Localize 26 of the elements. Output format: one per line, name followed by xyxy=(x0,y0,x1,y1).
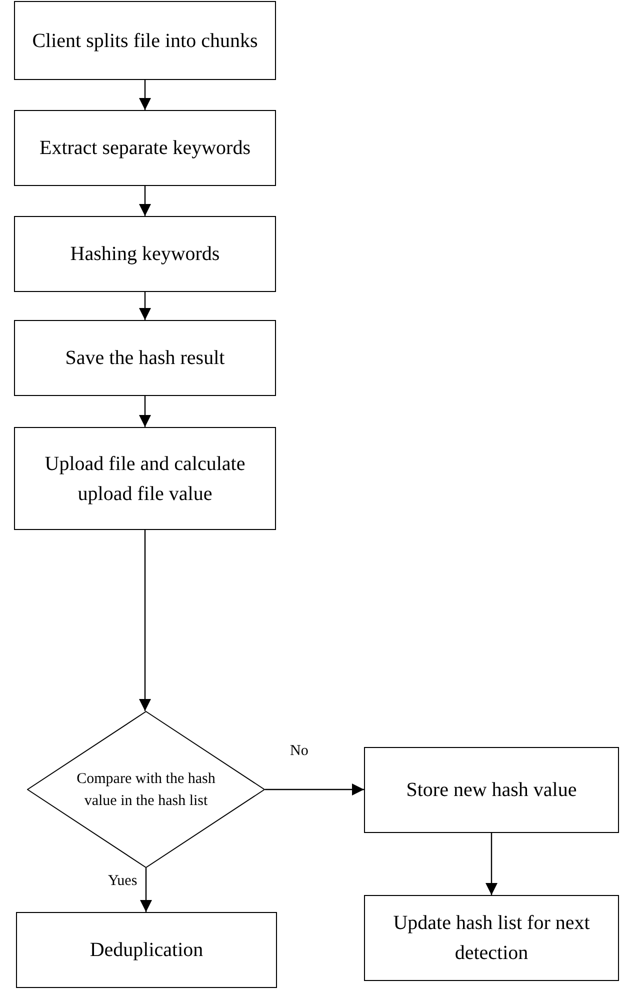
process-text: Store new hash value xyxy=(406,778,577,803)
process-box xyxy=(364,895,619,981)
process-text: Update hash list for next detection xyxy=(392,911,591,966)
process-text: Upload file and calculate upload file value xyxy=(44,452,246,506)
process-box xyxy=(14,427,276,530)
decision-text: Compare with the hash value in the hash list xyxy=(76,770,216,810)
decision-diamond xyxy=(27,711,265,868)
process-box xyxy=(14,320,276,396)
process-box xyxy=(14,1,276,80)
process-text: Save the hash result xyxy=(65,346,225,371)
process-box xyxy=(16,912,277,988)
arrow xyxy=(265,784,364,796)
arrow xyxy=(139,396,151,427)
arrow xyxy=(140,868,152,912)
process-box xyxy=(364,747,619,833)
process-text: Deduplication xyxy=(90,938,204,963)
process-text: Client splits file into chunks xyxy=(32,28,258,54)
process-text: Extract separate keywords xyxy=(39,136,250,161)
process-box xyxy=(14,216,276,292)
arrow xyxy=(139,186,151,216)
arrow xyxy=(139,292,151,320)
arrow xyxy=(486,833,498,895)
arrow xyxy=(139,80,151,110)
process-text: Hashing keywords xyxy=(70,242,220,267)
process-box xyxy=(14,110,276,186)
arrow xyxy=(139,530,151,711)
